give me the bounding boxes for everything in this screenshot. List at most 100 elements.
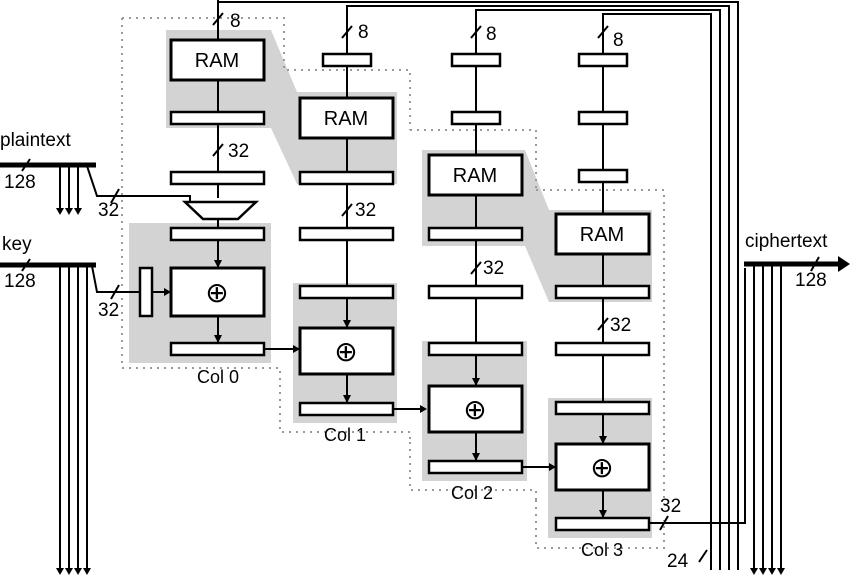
ciphertext-arrow bbox=[838, 256, 850, 272]
ctrl-width: 24 bbox=[667, 551, 689, 572]
col0-key-arrow bbox=[164, 288, 171, 296]
col3-reg-1 bbox=[554, 284, 651, 300]
col2-ram bbox=[427, 153, 524, 197]
key-branch-wire bbox=[91, 265, 140, 293]
plaintext-width: 128 bbox=[4, 172, 36, 193]
col0-ram-out-slash bbox=[212, 143, 224, 157]
plaintext-label: plaintext bbox=[0, 130, 71, 151]
col0-outline bbox=[121, 17, 287, 385]
col3-reg-3 bbox=[554, 400, 651, 416]
col0-reg-2 bbox=[169, 170, 266, 186]
col1-label: Col 1 bbox=[324, 425, 366, 445]
col3-ram-out-slash bbox=[597, 317, 609, 331]
col2-outline bbox=[409, 129, 537, 500]
col0-xor-icon: ⊕ bbox=[205, 277, 228, 308]
col2-xor-box bbox=[427, 384, 524, 434]
out-branch-width: 32 bbox=[660, 496, 681, 517]
col1-outline bbox=[279, 69, 411, 442]
col1-reg-in bbox=[321, 52, 373, 68]
col2-reg-1 bbox=[427, 226, 524, 242]
col1-reg-out bbox=[298, 401, 395, 417]
col0-ram-label: RAM bbox=[195, 50, 239, 72]
col3-label: Col 3 bbox=[581, 540, 623, 560]
col3-reg-mid-1 bbox=[577, 110, 629, 126]
col2-ram-in-slash bbox=[470, 25, 482, 39]
labels: plaintext 128 32 key 128 32 ciphertext 1… bbox=[0, 11, 828, 572]
col3-ram-in-slash bbox=[597, 25, 609, 39]
plaintext-branch-width: 32 bbox=[98, 200, 119, 221]
column-outlines bbox=[121, 17, 665, 549]
col1-xor-icon: ⊕ bbox=[334, 336, 357, 367]
col0-arrow-reg bbox=[214, 335, 222, 343]
col3-ram-in-width: 8 bbox=[613, 30, 624, 51]
out-branch-wire bbox=[645, 268, 746, 524]
col0-label: Col 0 bbox=[197, 367, 239, 387]
key-branch-width: 32 bbox=[98, 300, 119, 321]
col2-to-col3-arrow bbox=[549, 463, 556, 471]
plaintext-branch-slash bbox=[110, 188, 120, 204]
col0-reg-1 bbox=[169, 110, 266, 126]
ct-tap-arrow-3 bbox=[768, 568, 776, 575]
col2-ram-out-slash bbox=[470, 261, 482, 275]
col0-key-reg bbox=[138, 266, 154, 318]
col3-arrow-reg bbox=[599, 510, 607, 518]
ciphertext-bus bbox=[744, 256, 850, 575]
col1-reg-1 bbox=[298, 170, 395, 186]
col2-reg-mid bbox=[450, 110, 502, 126]
col1-ram-out-width: 32 bbox=[355, 200, 376, 221]
key-branch-slash bbox=[110, 284, 120, 300]
col0-mux bbox=[181, 200, 260, 221]
col1-ram-label: RAM bbox=[324, 108, 368, 130]
key-tap-arrow-1 bbox=[56, 568, 64, 575]
col3-reg-in bbox=[577, 52, 629, 68]
col0-arrow-xor bbox=[214, 260, 222, 268]
col1-ram-out-slash bbox=[341, 203, 353, 217]
col1-to-col2-arrow bbox=[420, 405, 427, 413]
col0-reg-out bbox=[169, 341, 266, 357]
column-3 bbox=[554, 25, 669, 532]
col3-reg-mid-2 bbox=[577, 168, 629, 184]
column-0 bbox=[138, 0, 300, 357]
col3-reg-out bbox=[554, 516, 651, 532]
col2-ram-in-width: 8 bbox=[486, 24, 497, 45]
col0-reg-3 bbox=[169, 226, 266, 242]
col2-arrow-xor bbox=[472, 378, 480, 386]
col0-ram bbox=[169, 38, 266, 82]
key-tap-arrow-2 bbox=[65, 568, 73, 575]
col2-arrow-reg bbox=[472, 453, 480, 461]
plaintext-tap-arrow-3 bbox=[74, 208, 82, 215]
key-tap-arrow-3 bbox=[74, 568, 82, 575]
col0-ram-in-slash bbox=[212, 12, 224, 26]
col1-ram-in-width: 8 bbox=[358, 22, 369, 43]
ciphertext-slash bbox=[810, 256, 820, 272]
column-1 bbox=[298, 25, 427, 417]
col3-xor-box bbox=[554, 442, 651, 492]
col0-ram-out-width: 32 bbox=[228, 141, 249, 162]
col1-ram-in-slash bbox=[341, 25, 353, 39]
column-2 bbox=[427, 25, 556, 475]
plaintext-tap-arrow-1 bbox=[56, 208, 64, 215]
ctrl-slash bbox=[698, 549, 708, 563]
key-tap-arrow-4 bbox=[83, 568, 91, 575]
col2-ram-label: RAM bbox=[453, 165, 497, 187]
col3-ram-out-width: 32 bbox=[610, 315, 631, 336]
ct-tap-arrow-4 bbox=[777, 568, 785, 575]
ct-tap-arrow-1 bbox=[750, 568, 758, 575]
col3-outline bbox=[535, 189, 665, 549]
plaintext-tap-arrow-2 bbox=[65, 208, 73, 215]
ctrl-wire-1 bbox=[346, 5, 730, 570]
col3-xor-icon: ⊕ bbox=[590, 452, 613, 483]
col2-label: Col 2 bbox=[451, 483, 493, 503]
col3-out-slash bbox=[659, 515, 669, 531]
col1-arrow-reg bbox=[343, 395, 351, 403]
col3-arrow-xor bbox=[599, 436, 607, 444]
col1-arrow-xor bbox=[343, 320, 351, 328]
col1-xor-box bbox=[298, 326, 395, 376]
col2-ram-out-width: 32 bbox=[483, 258, 504, 279]
col2-reg-in bbox=[450, 52, 502, 68]
ct-tap-arrow-2 bbox=[759, 568, 767, 575]
key-slash bbox=[21, 258, 31, 272]
ctrl-wire-3 bbox=[602, 13, 712, 570]
col1-reg-3 bbox=[298, 284, 395, 300]
